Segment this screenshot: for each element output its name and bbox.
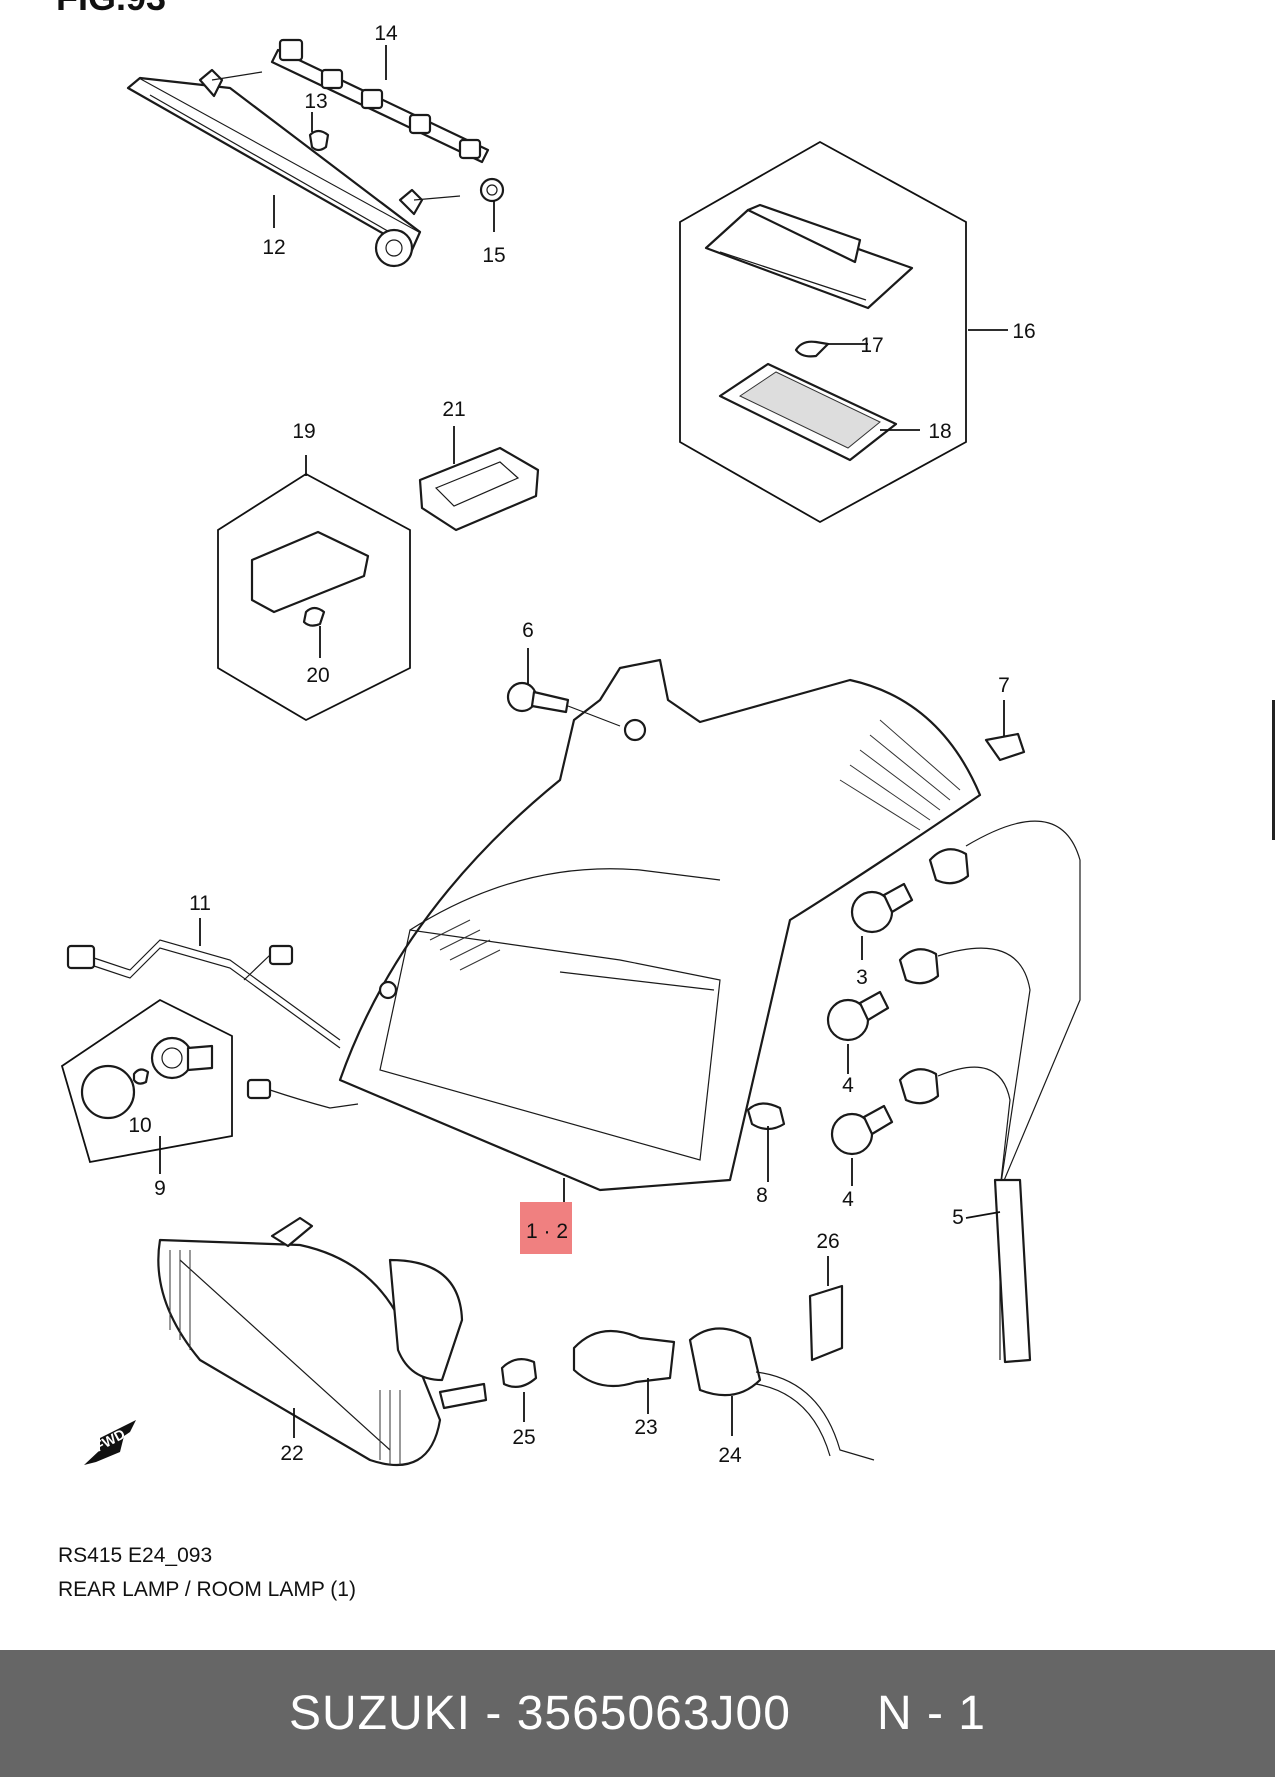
fwd-arrow-icon: FWD <box>84 1420 136 1465</box>
callout-15: 15 <box>482 244 505 267</box>
parts-diagram: FIG.93 <box>56 0 1081 1467</box>
footer-gap <box>791 1686 877 1741</box>
footer-space <box>471 1686 485 1741</box>
callout-5: 5 <box>952 1206 964 1229</box>
callout-19: 19 <box>292 420 315 443</box>
group-frame-19 <box>217 472 411 722</box>
bolt-6 <box>506 681 621 727</box>
bulb-17 <box>794 340 830 358</box>
leader-lines <box>159 45 1008 1438</box>
clip-7 <box>984 732 1026 762</box>
footer-separator: - <box>485 1687 503 1740</box>
socket-24 <box>688 1327 875 1461</box>
footer-bar: SUZUKI - 3565063J00 N - 1 <box>0 1650 1275 1777</box>
diagram-title: REAR LAMP / ROOM LAMP (1) <box>58 1578 356 1601</box>
bulb-3 <box>850 882 914 934</box>
bulb-10 <box>132 1068 150 1085</box>
socket-harness-5 <box>898 820 1081 1364</box>
rear-combination-lamp-1-2 <box>338 658 982 1192</box>
callout-highlight <box>520 1202 572 1254</box>
harness-14 <box>270 38 490 164</box>
label-26 <box>808 1284 844 1362</box>
lamp-19 <box>250 530 370 614</box>
callout-3: 3 <box>856 966 868 989</box>
footer-brand: SUZUKI <box>289 1687 472 1740</box>
callout-10: 10 <box>128 1114 151 1137</box>
bulb-20 <box>302 606 326 627</box>
side-lamp-22 <box>157 1216 488 1467</box>
callout-6: 6 <box>522 619 534 642</box>
diagram-code: RS415 E24_093 <box>58 1544 213 1567</box>
callout-1-2: 1 · 2 <box>526 1220 568 1243</box>
callout-22: 22 <box>280 1442 303 1465</box>
group-frame-9 <box>60 998 233 1164</box>
callout-11: 11 <box>189 892 211 915</box>
callout-21: 21 <box>442 398 465 421</box>
nut-25 <box>500 1357 538 1389</box>
callout-8: 8 <box>756 1184 768 1207</box>
callout-12: 12 <box>262 236 285 259</box>
room-lamp-16 <box>704 203 914 310</box>
lamp-9 <box>80 1036 214 1120</box>
bulb-13 <box>308 129 330 152</box>
footer-part-number: 3565063J00 <box>516 1687 791 1740</box>
callout-4a: 4 <box>842 1074 854 1097</box>
callout-16: 16 <box>1012 320 1035 343</box>
callout-7: 7 <box>998 674 1010 697</box>
figure-label: FIG.93 <box>56 0 166 18</box>
bulb-4a <box>826 990 890 1042</box>
footer-space <box>502 1686 516 1741</box>
callout-9: 9 <box>154 1177 166 1200</box>
high-mount-lamp-12 <box>126 68 461 268</box>
edge-mark <box>1272 700 1275 840</box>
harness-11 <box>66 939 359 1109</box>
callout-26: 26 <box>816 1230 839 1253</box>
callout-20: 20 <box>306 664 329 687</box>
footer-position: N - 1 <box>876 1687 986 1740</box>
callout-18: 18 <box>928 420 951 443</box>
callout-13: 13 <box>304 90 327 113</box>
bulb-4b <box>830 1104 894 1156</box>
lamp-21 <box>418 446 540 532</box>
group-frame-16 <box>679 140 967 524</box>
bulb-23 <box>572 1329 676 1388</box>
callout-4b: 4 <box>842 1188 854 1211</box>
callout-25: 25 <box>512 1426 535 1449</box>
callout-17: 17 <box>860 334 883 357</box>
nut-15 <box>479 177 505 203</box>
grommet-8 <box>746 1102 786 1131</box>
callout-23: 23 <box>634 1416 657 1439</box>
callout-14: 14 <box>374 22 398 45</box>
callout-24: 24 <box>718 1444 742 1467</box>
lens-18 <box>718 362 898 462</box>
